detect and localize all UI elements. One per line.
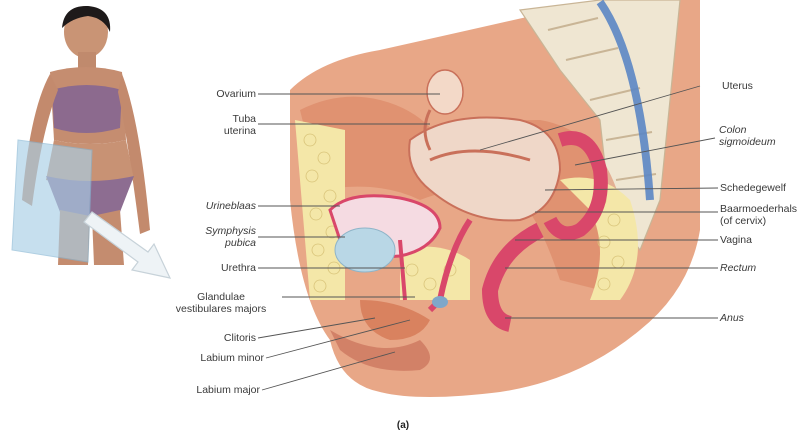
label-baarmoederhals: Baarmoederhals (of cervix) xyxy=(720,203,797,227)
label-symphysis-pubica: Symphysis pubica xyxy=(180,225,256,249)
label-labium-major: Labium major xyxy=(166,384,260,396)
label-labium-minor: Labium minor xyxy=(170,352,264,364)
label-rectum: Rectum xyxy=(720,262,756,274)
label-glandulae: Glandulae vestibulares majors xyxy=(162,291,280,315)
label-schedegewelf: Schedegewelf xyxy=(720,182,786,194)
label-anus: Anus xyxy=(720,312,744,324)
label-colon-sigmoideum: Colon sigmoideum xyxy=(719,124,776,148)
label-clitoris: Clitoris xyxy=(180,332,256,344)
section-body xyxy=(290,0,700,397)
label-urethra: Urethra xyxy=(180,262,256,274)
label-vagina: Vagina xyxy=(720,234,752,246)
person-photo xyxy=(0,0,170,278)
label-urineblaas: Urineblaas xyxy=(180,200,256,212)
figure-caption: (a) xyxy=(393,420,413,431)
label-uterus: Uterus xyxy=(722,80,753,92)
label-ovarium: Ovarium xyxy=(190,88,256,100)
label-tuba-uterina: Tuba uterina xyxy=(190,113,256,137)
